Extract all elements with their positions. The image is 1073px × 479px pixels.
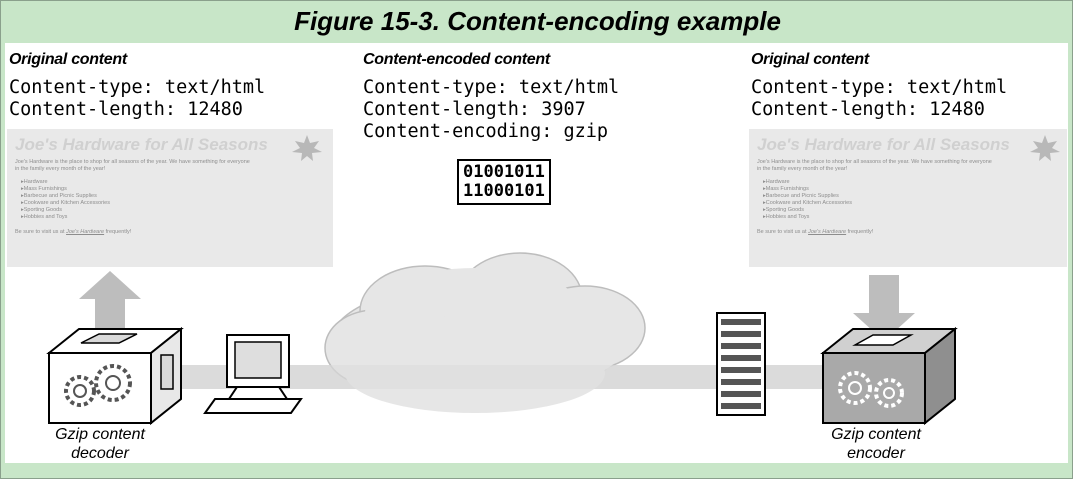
figure-title: Figure 15-3. Content-encoding example [294, 6, 781, 36]
left-web-page-thumbnail: Joe's Hardware for All Seasons Joe's Har… [7, 129, 333, 267]
list-item: Mass Furnishings [763, 186, 1067, 193]
left-content-length: Content-length: 12480 [9, 99, 243, 120]
diagram-panel: Original content Content-type: text/html… [5, 43, 1068, 463]
middle-content-length: Content-length: 3907 [363, 99, 586, 120]
up-arrow-icon [79, 271, 141, 337]
list-item: Hardware [763, 179, 1067, 186]
list-item: Sporting Goods [763, 207, 1067, 214]
web-page-title: Joe's Hardware for All Seasons [757, 135, 1010, 154]
right-content-length: Content-length: 12480 [751, 99, 985, 120]
web-page-intro: Joe's Hardware is the place to shop for … [15, 159, 250, 172]
middle-heading: Content-encoded content [363, 51, 550, 68]
encoder-box [820, 326, 958, 426]
binary-line: 01001011 [463, 162, 545, 182]
list-item: Sporting Goods [21, 207, 333, 214]
web-page-footer: Be sure to visit us at Joe's Hardware fr… [15, 229, 132, 235]
decoder-box [46, 326, 184, 426]
list-item: Cookware and Kitchen Accessories [21, 200, 333, 207]
list-item: Mass Furnishings [21, 186, 333, 193]
middle-content-encoding: Content-encoding: gzip [363, 121, 609, 142]
computer-monitor-icon [203, 334, 303, 414]
maple-leaf-icon [1030, 135, 1060, 161]
left-heading: Original content [9, 51, 127, 68]
diagram-graphics [46, 252, 958, 426]
list-item: Hardware [21, 179, 333, 186]
web-server-icon [716, 312, 766, 416]
decoder-caption: Gzip content decoder [55, 426, 145, 462]
web-page-title: Joe's Hardware for All Seasons [15, 135, 268, 154]
binary-line: 11000101 [463, 181, 545, 201]
encoded-binary-block: 01001011 11000101 [457, 159, 551, 205]
web-page-intro: Joe's Hardware is the place to shop for … [757, 159, 992, 172]
encoder-caption: Gzip content encoder [831, 426, 921, 462]
maple-leaf-icon [292, 135, 322, 161]
left-content-type: Content-type: text/html [9, 77, 266, 98]
right-web-page-thumbnail: Joe's Hardware for All Seasons Joe's Har… [749, 129, 1067, 267]
web-page-list: Hardware Mass Furnishings Barbecue and P… [7, 179, 333, 221]
list-item: Hobbies and Toys [763, 214, 1067, 221]
list-item: Barbecue and Picnic Supplies [21, 193, 333, 200]
down-arrow-icon [853, 275, 915, 341]
right-heading: Original content [751, 51, 869, 68]
list-item: Barbecue and Picnic Supplies [763, 193, 1067, 200]
right-content-type: Content-type: text/html [751, 77, 1008, 98]
list-item: Cookware and Kitchen Accessories [763, 200, 1067, 207]
middle-content-type: Content-type: text/html [363, 77, 620, 98]
web-page-footer: Be sure to visit us at Joe's Hardware fr… [757, 229, 874, 235]
web-page-list: Hardware Mass Furnishings Barbecue and P… [749, 179, 1067, 221]
list-item: Hobbies and Toys [21, 214, 333, 221]
